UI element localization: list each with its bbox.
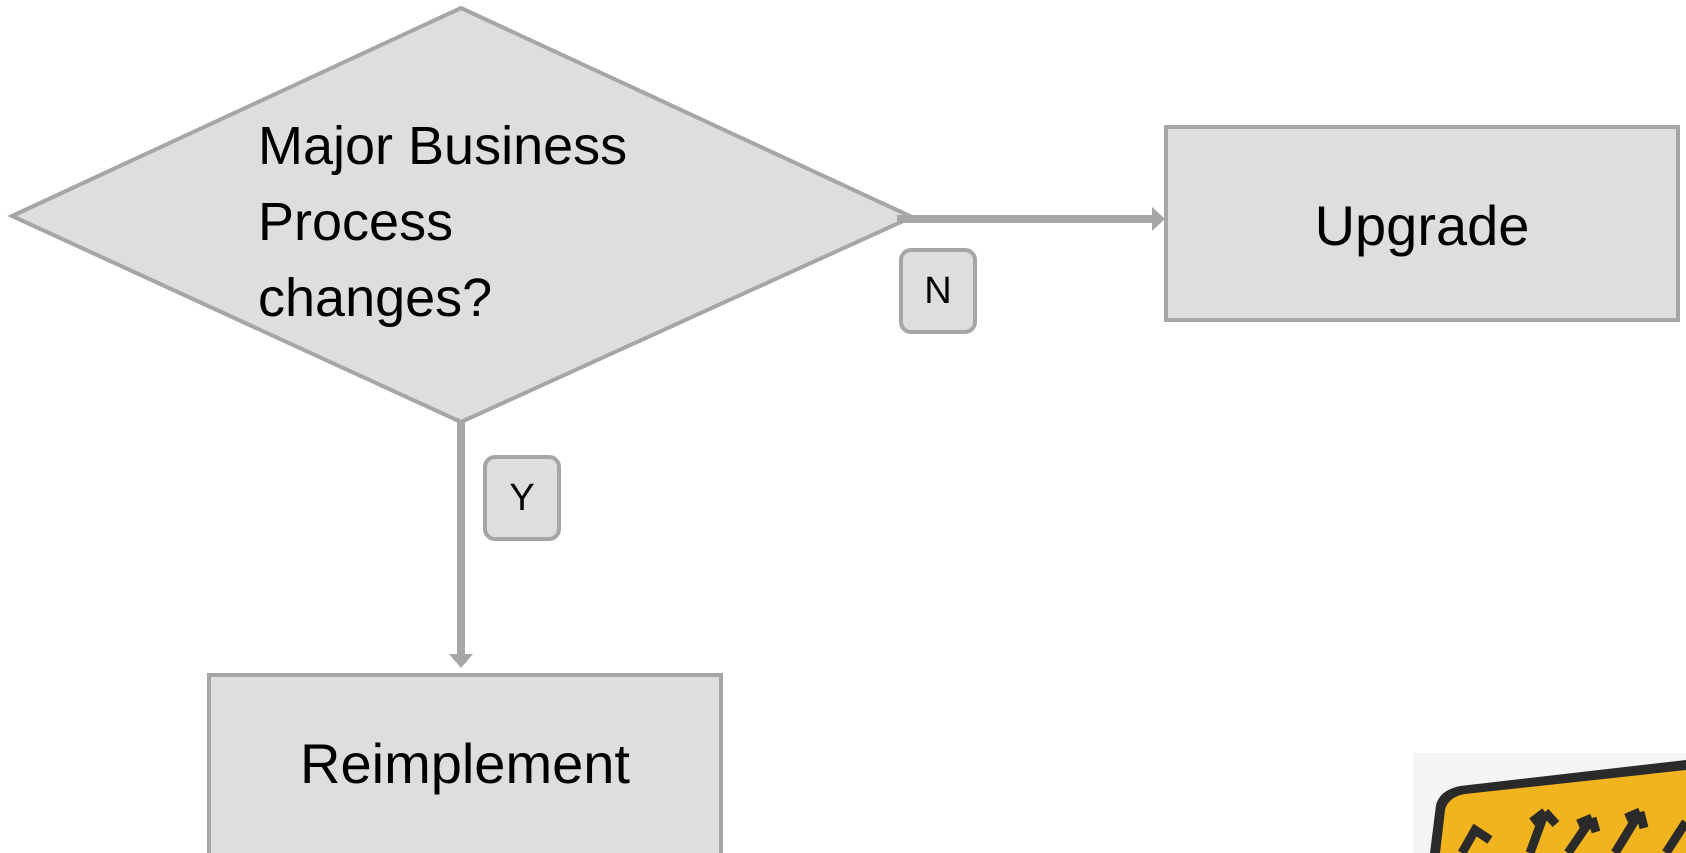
- connector-no-arrowhead: [1152, 207, 1165, 231]
- upgrade-label: Upgrade: [1314, 194, 1530, 257]
- upgrade-box[interactable]: [1164, 125, 1680, 322]
- decision-line-3: changes?: [258, 268, 493, 328]
- road-sign-icon: [1413, 753, 1686, 853]
- connector-yes-arrowhead: [449, 654, 473, 668]
- reimplement-box[interactable]: [207, 673, 723, 853]
- decision-question: Major Business Process changes?: [258, 108, 627, 336]
- reimplement-label: Reimplement: [300, 732, 630, 795]
- connector-no-label: N: [924, 269, 952, 312]
- connector-no-tag: N: [899, 248, 977, 334]
- decision-line-1: Major Business: [258, 116, 628, 176]
- decision-line-2: Process: [258, 192, 454, 252]
- connector-yes-tag: Y: [483, 455, 561, 541]
- connector-yes-label: Y: [509, 476, 535, 519]
